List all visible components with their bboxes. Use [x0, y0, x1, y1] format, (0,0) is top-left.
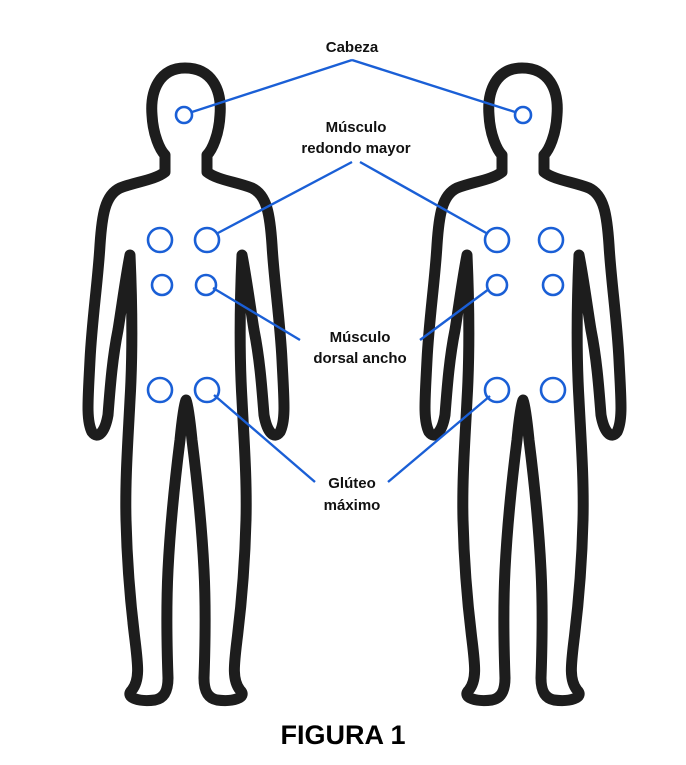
label-teres-line1: Músculo	[326, 119, 387, 136]
left-body-outline	[88, 68, 284, 701]
left-head-marker	[176, 107, 192, 123]
right-body-figure	[425, 68, 621, 701]
label-glute-line2: máximo	[324, 497, 381, 514]
right-teres-marker-b	[539, 228, 563, 252]
label-teres-line2: redondo mayor	[301, 140, 410, 157]
left-glute-marker-b	[195, 378, 219, 402]
label-glute-line1: Glúteo	[328, 475, 376, 492]
right-teres-marker-a	[485, 228, 509, 252]
left-lat-marker-a	[152, 275, 172, 295]
right-lat-marker-b	[543, 275, 563, 295]
label-head: Cabeza	[326, 39, 379, 56]
figure-caption: FIGURA 1	[280, 720, 405, 750]
left-lat-marker-b	[196, 275, 216, 295]
label-lat-line2: dorsal ancho	[313, 350, 406, 367]
teres-leader-left	[216, 162, 352, 234]
left-glute-marker-a	[148, 378, 172, 402]
right-glute-marker-b	[541, 378, 565, 402]
right-lat-marker-a	[487, 275, 507, 295]
glute-leader-right	[388, 396, 490, 482]
left-teres-marker-b	[195, 228, 219, 252]
left-body-figure	[88, 68, 284, 701]
left-teres-marker-a	[148, 228, 172, 252]
labels: Cabeza Músculo redondo mayor Músculo dor…	[280, 39, 410, 750]
right-body-outline	[425, 68, 621, 701]
right-head-marker	[515, 107, 531, 123]
label-lat-line1: Músculo	[330, 329, 391, 346]
teres-leader-right	[360, 162, 488, 234]
